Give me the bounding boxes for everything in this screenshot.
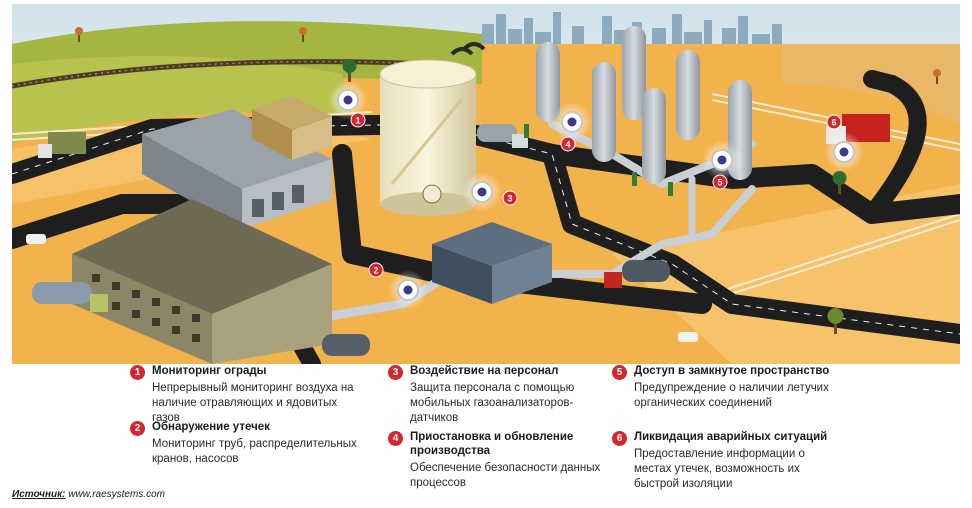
sensor-marker-1: 1 (328, 80, 368, 128)
sensor-badge-number: 3 (507, 194, 512, 204)
sensor-core (477, 187, 487, 197)
tanker-left (32, 282, 108, 312)
sensor-badge-number: 1 (355, 116, 360, 126)
plant-illustration: 1 2 3 4 5 6 (12, 4, 960, 364)
legend-title: Воздействие на персонал (410, 365, 559, 377)
sensor-badge (560, 136, 576, 152)
car-white-left (26, 234, 46, 244)
sensor-marker-3: 3 (462, 172, 518, 212)
car-white-right (678, 332, 698, 342)
storage-tank (379, 42, 486, 216)
tanker-right (604, 260, 670, 288)
sensor-badge-number: 5 (717, 178, 722, 188)
legend-number-badge: 3 (388, 365, 403, 380)
legend-title: Мониторинг ограды (152, 365, 267, 377)
sensor-badge (826, 114, 842, 130)
vehicles (26, 114, 890, 356)
legend-title: Доступ в замкнутое пространство (634, 365, 830, 377)
pump-house (432, 222, 552, 304)
sensor-core (403, 285, 413, 295)
sensor-badge-number: 4 (565, 140, 570, 150)
sensor-marker-4: 4 (552, 102, 592, 152)
sensor-badge-number: 6 (831, 118, 836, 128)
legend-description: Предупреждение о наличии летучих органич… (634, 382, 829, 409)
sensor-marker-2: 2 (368, 262, 428, 310)
legend-number-badge: 6 (612, 431, 627, 446)
source-label: Источник: (12, 489, 66, 500)
silos (536, 26, 752, 184)
workers (524, 124, 673, 196)
legend-number-badge: 4 (388, 431, 403, 446)
sensor-core (717, 155, 727, 165)
sensor-marker-5: 5 (702, 140, 742, 190)
warehouse (142, 109, 332, 229)
sensor-badge (712, 174, 728, 190)
sensor-markers: 1 2 3 4 5 6 (328, 80, 864, 310)
source-url[interactable]: www.raesystems.com (68, 489, 165, 500)
legend-title: Приостановка и обновление производства (410, 431, 574, 457)
sensor-badge-number: 2 (373, 266, 378, 276)
legend-number-badge: 1 (130, 365, 145, 380)
sensor-core (567, 117, 577, 127)
legend-number-badge: 2 (130, 421, 145, 436)
sensor-badge (502, 190, 518, 206)
tanker-center (322, 334, 370, 356)
sensor-core (343, 95, 353, 105)
legend-title: Обнаружение утечек (152, 421, 270, 433)
field-left (12, 56, 352, 144)
legend-description: Предоставление информации о местах утече… (634, 448, 805, 490)
source-line: Источник: www.raesystems.com (12, 489, 165, 500)
tanker-top (477, 124, 528, 148)
sensor-marker-6: 6 (824, 114, 864, 172)
legend-description: Защита персонала с помощью мобильных газ… (410, 382, 575, 424)
sensor-badge (350, 112, 366, 128)
legend-description: Непрерывный мониторинг воздуха на наличи… (152, 382, 354, 424)
trees (75, 27, 941, 334)
legend-number-badge: 5 (612, 365, 627, 380)
truck-left (38, 132, 86, 158)
legend-title: Ликвидация аварийных ситуаций (634, 431, 828, 443)
legend-description: Обеспечение безопасности данных процессо… (410, 462, 601, 489)
legend-description: Мониторинг труб, распределительных крано… (152, 438, 357, 465)
sensor-core (839, 147, 849, 157)
sensor-badge (368, 262, 384, 278)
office-building (252, 96, 332, 160)
factory (72, 199, 332, 364)
railway (12, 59, 433, 89)
